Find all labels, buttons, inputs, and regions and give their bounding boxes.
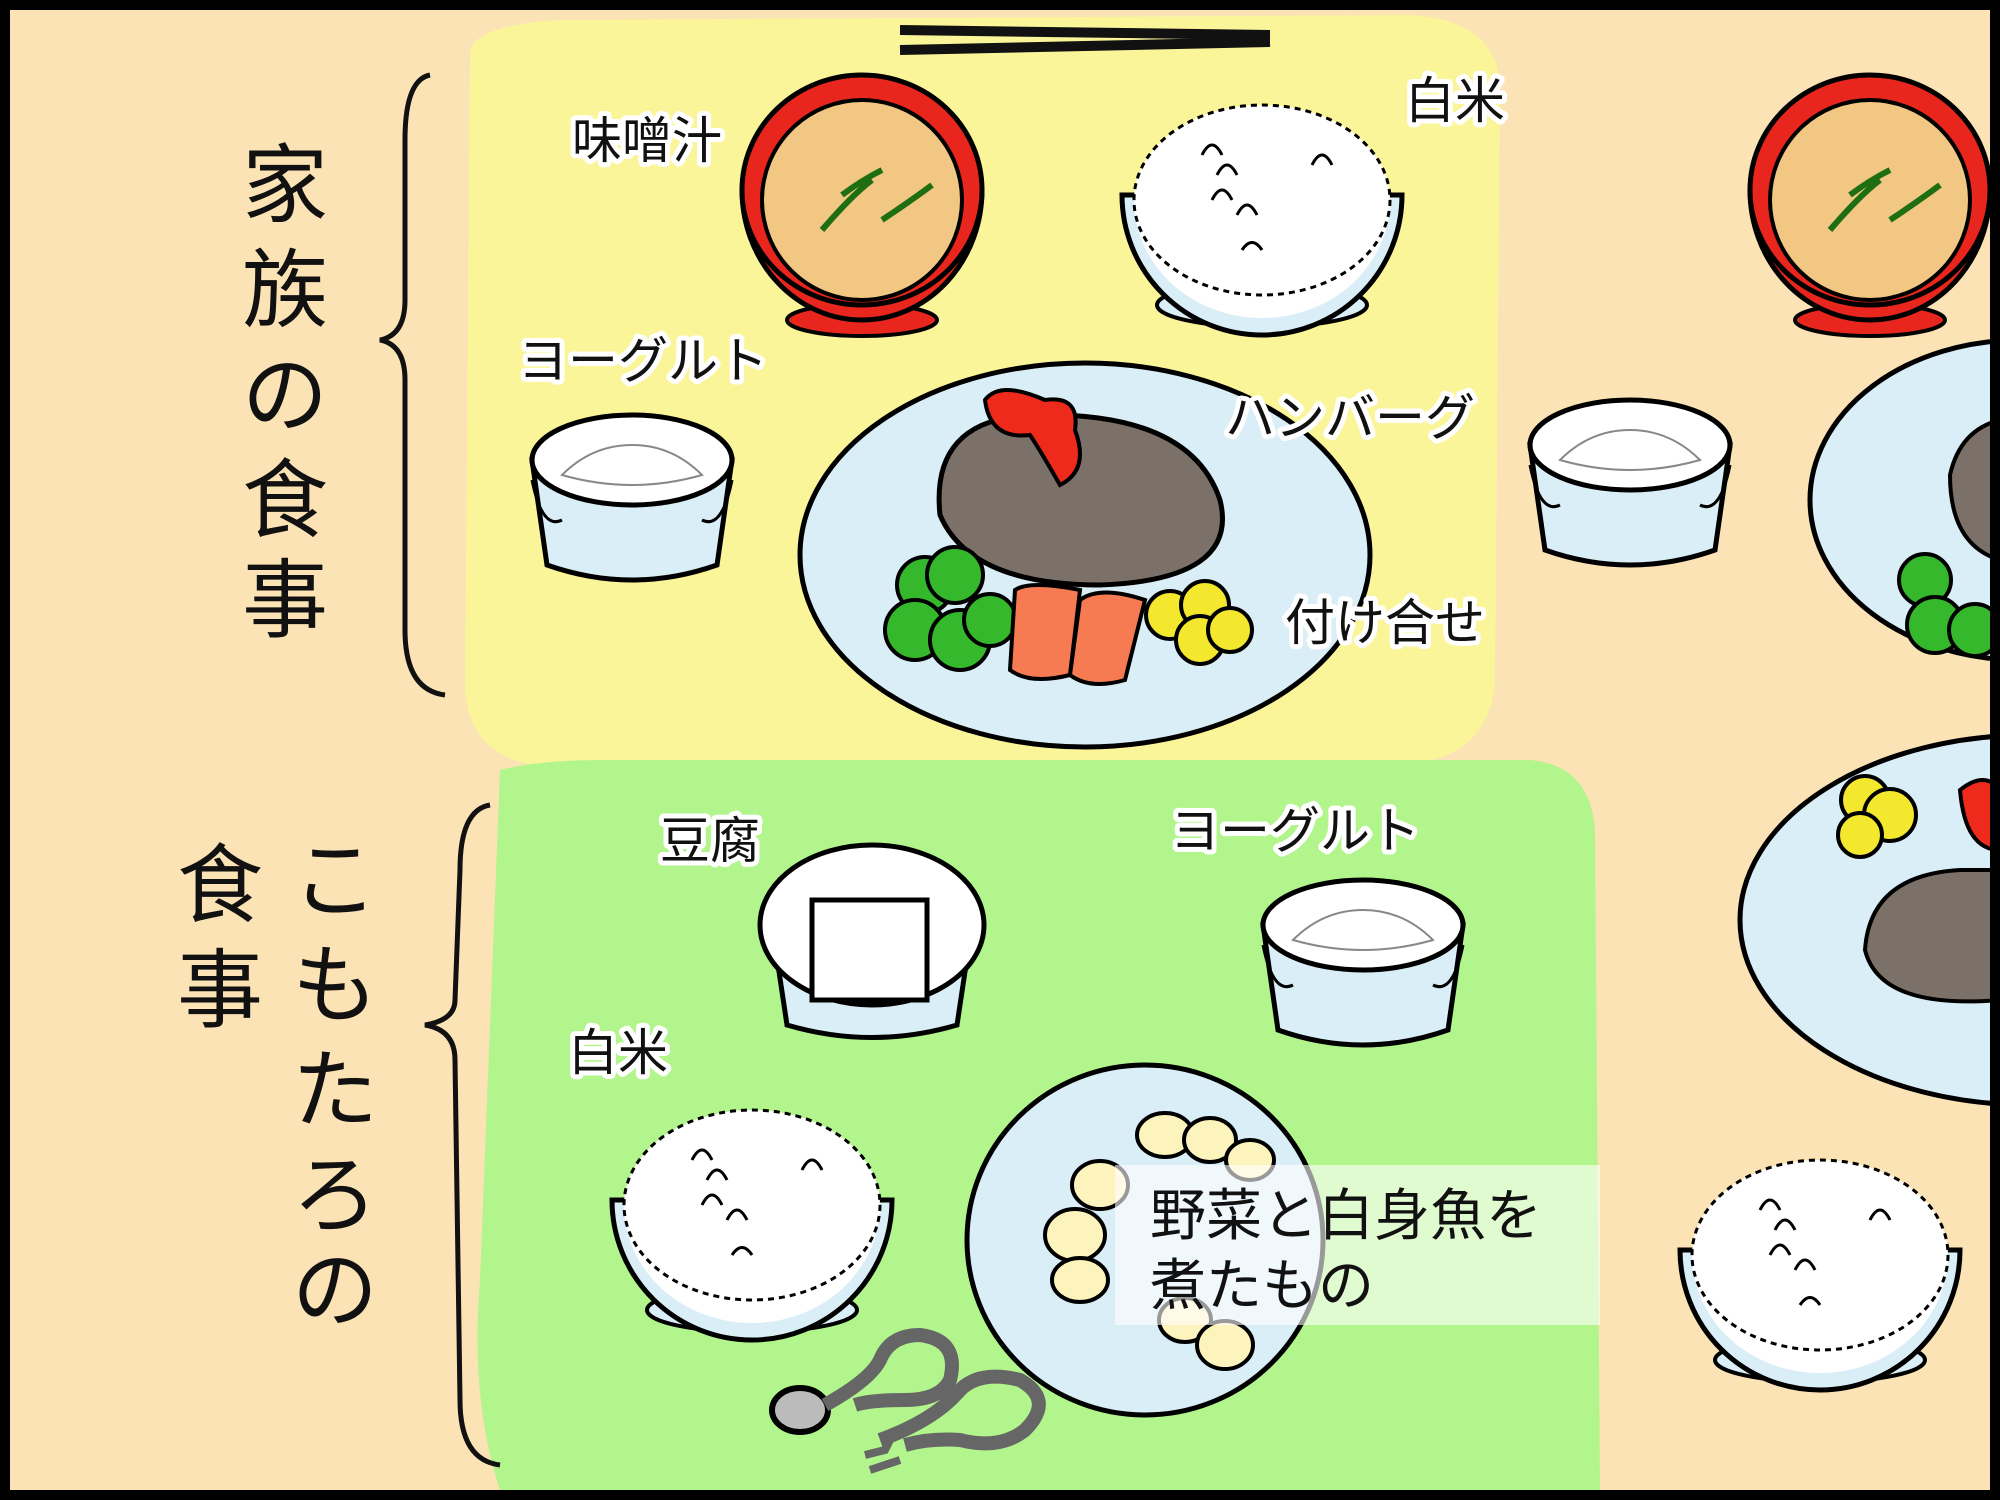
child-heading-char-5: の <box>292 1241 378 1341</box>
label-simmered-line-2: 煮たもの <box>1150 1254 1374 1319</box>
chopsticks <box>899 25 1271 55</box>
right-lower-plate <box>1737 733 2000 1107</box>
child-heading-char-3: た <box>292 1041 378 1141</box>
caption-box <box>1115 1165 1600 1325</box>
child-brace <box>424 802 501 1468</box>
child-heading-char-2: も <box>292 936 378 1036</box>
hamburg-plate <box>797 360 1373 750</box>
family-brace <box>379 72 446 698</box>
child-yogurt-cup <box>1263 880 1463 1045</box>
spoon-and-fork <box>769 1327 1046 1474</box>
child-heading-char-4: ろ <box>292 1146 378 1246</box>
tofu-block <box>809 897 930 1003</box>
ketchup <box>982 388 1082 488</box>
label-family-rice: 白米 <box>1405 72 1505 130</box>
label-miso-soup: 味噌汁 <box>572 112 722 170</box>
label-child-rice: 白米 <box>568 1024 668 1082</box>
label-side-dish: 付け合せ <box>1285 594 1485 652</box>
family-heading-char-5: 事 <box>242 551 328 651</box>
right-yogurt-cup <box>1530 400 1730 565</box>
child-heading-col2-char-2: 事 <box>177 941 263 1041</box>
label-child-yogurt: ヨーグルト <box>1170 802 1420 860</box>
family-rice-bowl <box>1122 105 1402 335</box>
family-heading-char-3: の <box>242 346 328 446</box>
label-simmered-line-1: 野菜と白身魚を <box>1150 1184 1542 1249</box>
family-heading-char-1: 家 <box>242 136 328 236</box>
label-tofu: 豆腐 <box>660 812 760 870</box>
corn <box>1144 579 1254 666</box>
family-heading-char-4: 食 <box>242 451 328 551</box>
hamburg-patty <box>936 412 1225 588</box>
child-heading-char-1: こ <box>292 831 378 931</box>
carrots <box>1007 583 1148 686</box>
tofu-bowl <box>757 842 987 1040</box>
child-rice-bowl <box>612 1110 892 1340</box>
label-family-yogurt: ヨーグルト <box>518 332 768 390</box>
child-heading-col2-char-1: 食 <box>177 836 263 936</box>
family-yogurt-cup <box>532 415 732 580</box>
right-rice-bowl <box>1680 1160 1960 1390</box>
broccoli <box>883 545 1018 672</box>
simmered-plate <box>964 1062 1600 1418</box>
right-hamburg-plate <box>1807 338 2000 662</box>
family-heading-char-2: 族 <box>242 241 328 341</box>
label-hamburg: ハンバーグ <box>1225 389 1475 447</box>
